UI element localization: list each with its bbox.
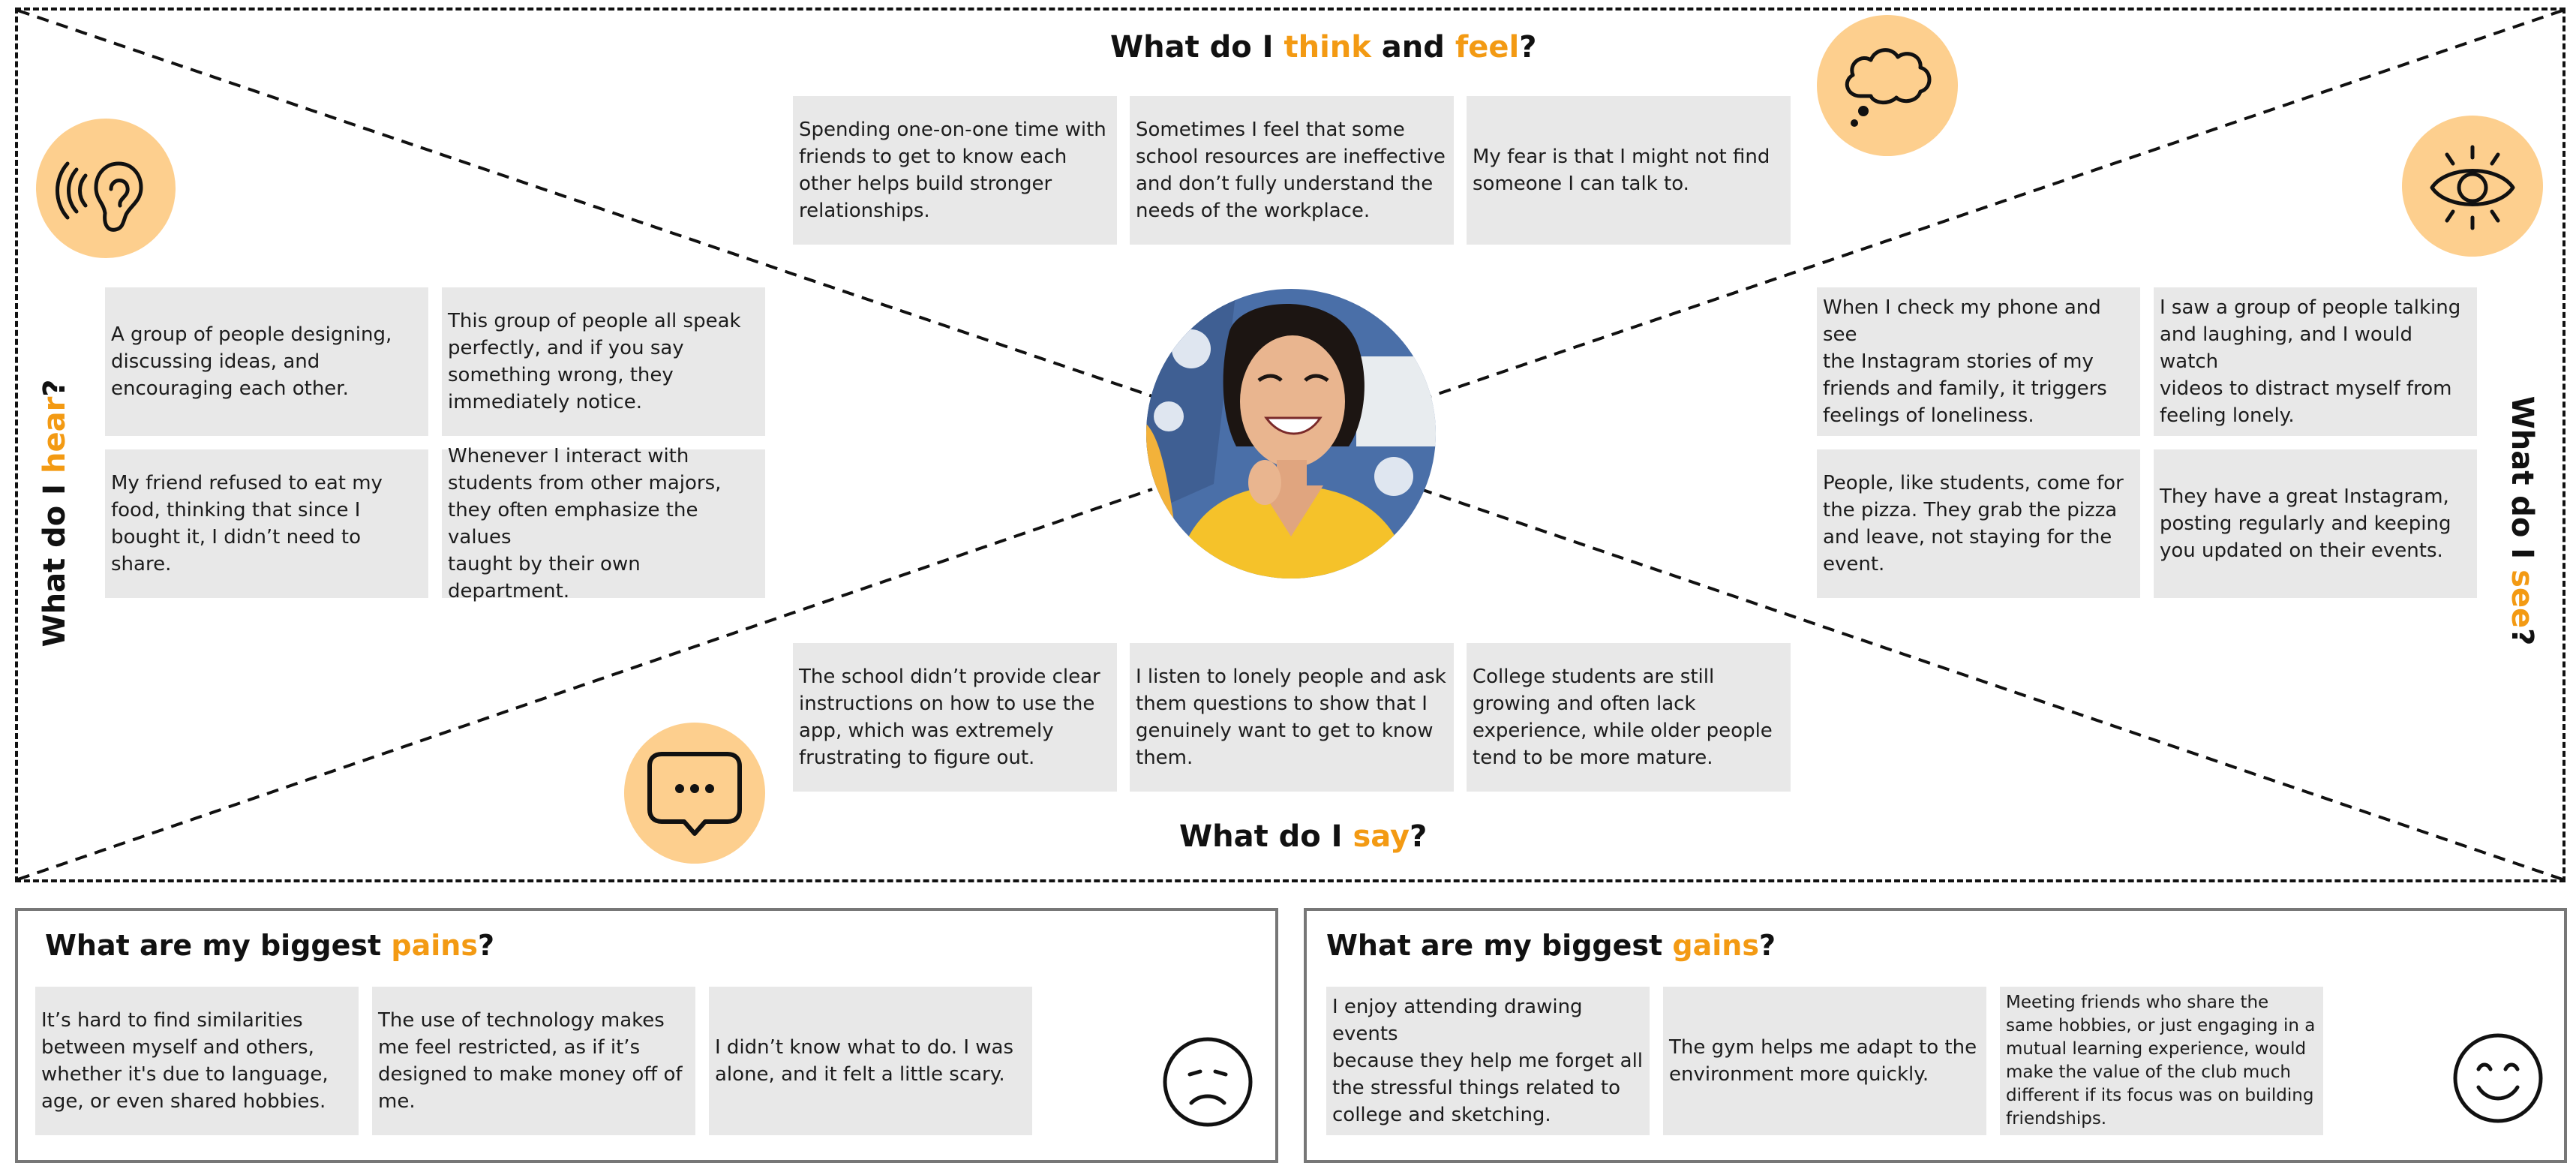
empathy-map-frame (15, 8, 2565, 882)
empathy-map-diagonals (17, 9, 2563, 881)
gains-title: What are my biggest gains? (1326, 929, 1776, 962)
thought-bubble-icon (1817, 15, 1958, 156)
hear-note: A group of people designing,discussing i… (105, 287, 428, 436)
diagonal-bottom-left (17, 488, 1153, 881)
diagonal-top-left (17, 9, 1153, 398)
eye-icon (2402, 116, 2543, 257)
ear-icon (36, 119, 176, 258)
persona-photo (1146, 289, 1436, 578)
speech-bubble-icon (624, 723, 765, 864)
see-title: What do I see? (2505, 395, 2539, 646)
see-note: They have a great Instagram,posting regu… (2154, 449, 2477, 598)
think-feel-title: What do I think and feel? (1110, 30, 1537, 65)
say-title: What do I say? (1179, 819, 1428, 854)
pains-title: What are my biggest pains? (45, 929, 494, 962)
diagonal-top-right (1431, 9, 2563, 398)
sad-face-icon (1163, 1037, 1253, 1127)
hear-title: What do I hear? (38, 379, 72, 648)
smiley-face-icon (2453, 1033, 2543, 1123)
